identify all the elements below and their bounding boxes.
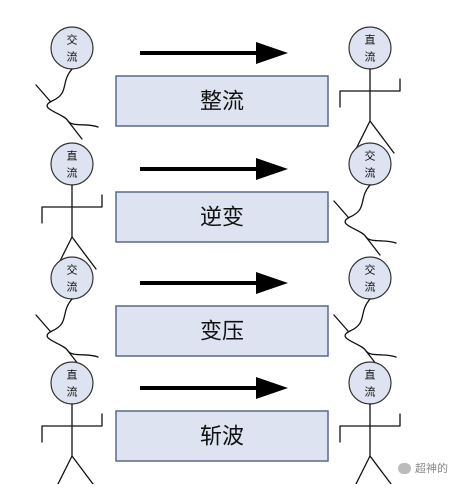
figure-legs: [55, 455, 97, 488]
figure-head-char-1: 直: [365, 33, 376, 47]
figure-head-char-1: 交: [67, 33, 78, 47]
figure-arm: [35, 84, 51, 102]
process-box: [115, 410, 329, 462]
figure-arm: [333, 200, 349, 218]
figure-head-char-2: 流: [67, 385, 78, 399]
right-figure-ac: 交流: [333, 256, 397, 370]
figure-arms: [41, 194, 103, 224]
process-label: 斩波: [200, 425, 244, 450]
left-figure-dc: 直流: [41, 361, 103, 488]
figure-head-char-1: 交: [67, 263, 78, 277]
arrow-head: [256, 42, 288, 64]
process-box: [115, 305, 329, 357]
watermark: 超神的: [398, 460, 448, 476]
figure-wave-body: [46, 298, 99, 358]
process-label: 逆变: [200, 206, 244, 231]
left-figure-dc: 直流: [41, 142, 103, 274]
process-box: [115, 75, 329, 127]
figure-head-char-2: 流: [365, 50, 376, 64]
figure-arm: [35, 314, 51, 332]
figure-head-char-1: 直: [365, 368, 376, 382]
arrow-head: [256, 377, 288, 399]
figure-arms: [339, 413, 401, 443]
figure-wave-body: [344, 298, 397, 358]
figure-head-char-1: 直: [67, 149, 78, 163]
figure-arms: [41, 413, 103, 443]
figure-arm: [333, 314, 349, 332]
chat-bubble-icon: [398, 462, 411, 474]
figure-head-char-2: 流: [365, 385, 376, 399]
figure-legs: [353, 455, 395, 488]
figure-head-char-1: 交: [365, 149, 376, 163]
left-figure-ac: 交流: [35, 26, 99, 140]
figure-leg: [365, 236, 381, 256]
figure-head-char-2: 流: [67, 50, 78, 64]
figure-head-char-2: 流: [67, 166, 78, 180]
figure-head-char-1: 直: [67, 368, 78, 382]
figure-head-char-2: 流: [365, 280, 376, 294]
right-figure-dc: 直流: [339, 361, 401, 488]
arrow-head: [256, 272, 288, 294]
process-label: 整流: [200, 90, 244, 115]
arrow-head: [256, 158, 288, 180]
figure-head-char-1: 交: [365, 263, 376, 277]
figure-wave-body: [344, 184, 397, 244]
figure-legs: [351, 120, 395, 158]
figure-head-char-2: 流: [67, 280, 78, 294]
figure-wave-body: [46, 68, 99, 128]
right-figure-dc: 直流: [339, 26, 401, 158]
figure-head-char-2: 流: [365, 166, 376, 180]
figure-leg: [67, 120, 83, 140]
process-box: [115, 191, 329, 243]
process-label: 变压: [200, 320, 244, 345]
figure-arms: [339, 78, 401, 108]
right-figure-ac: 交流: [333, 142, 397, 256]
watermark-text: 超神的: [415, 462, 448, 475]
left-figure-ac: 交流: [35, 256, 99, 370]
